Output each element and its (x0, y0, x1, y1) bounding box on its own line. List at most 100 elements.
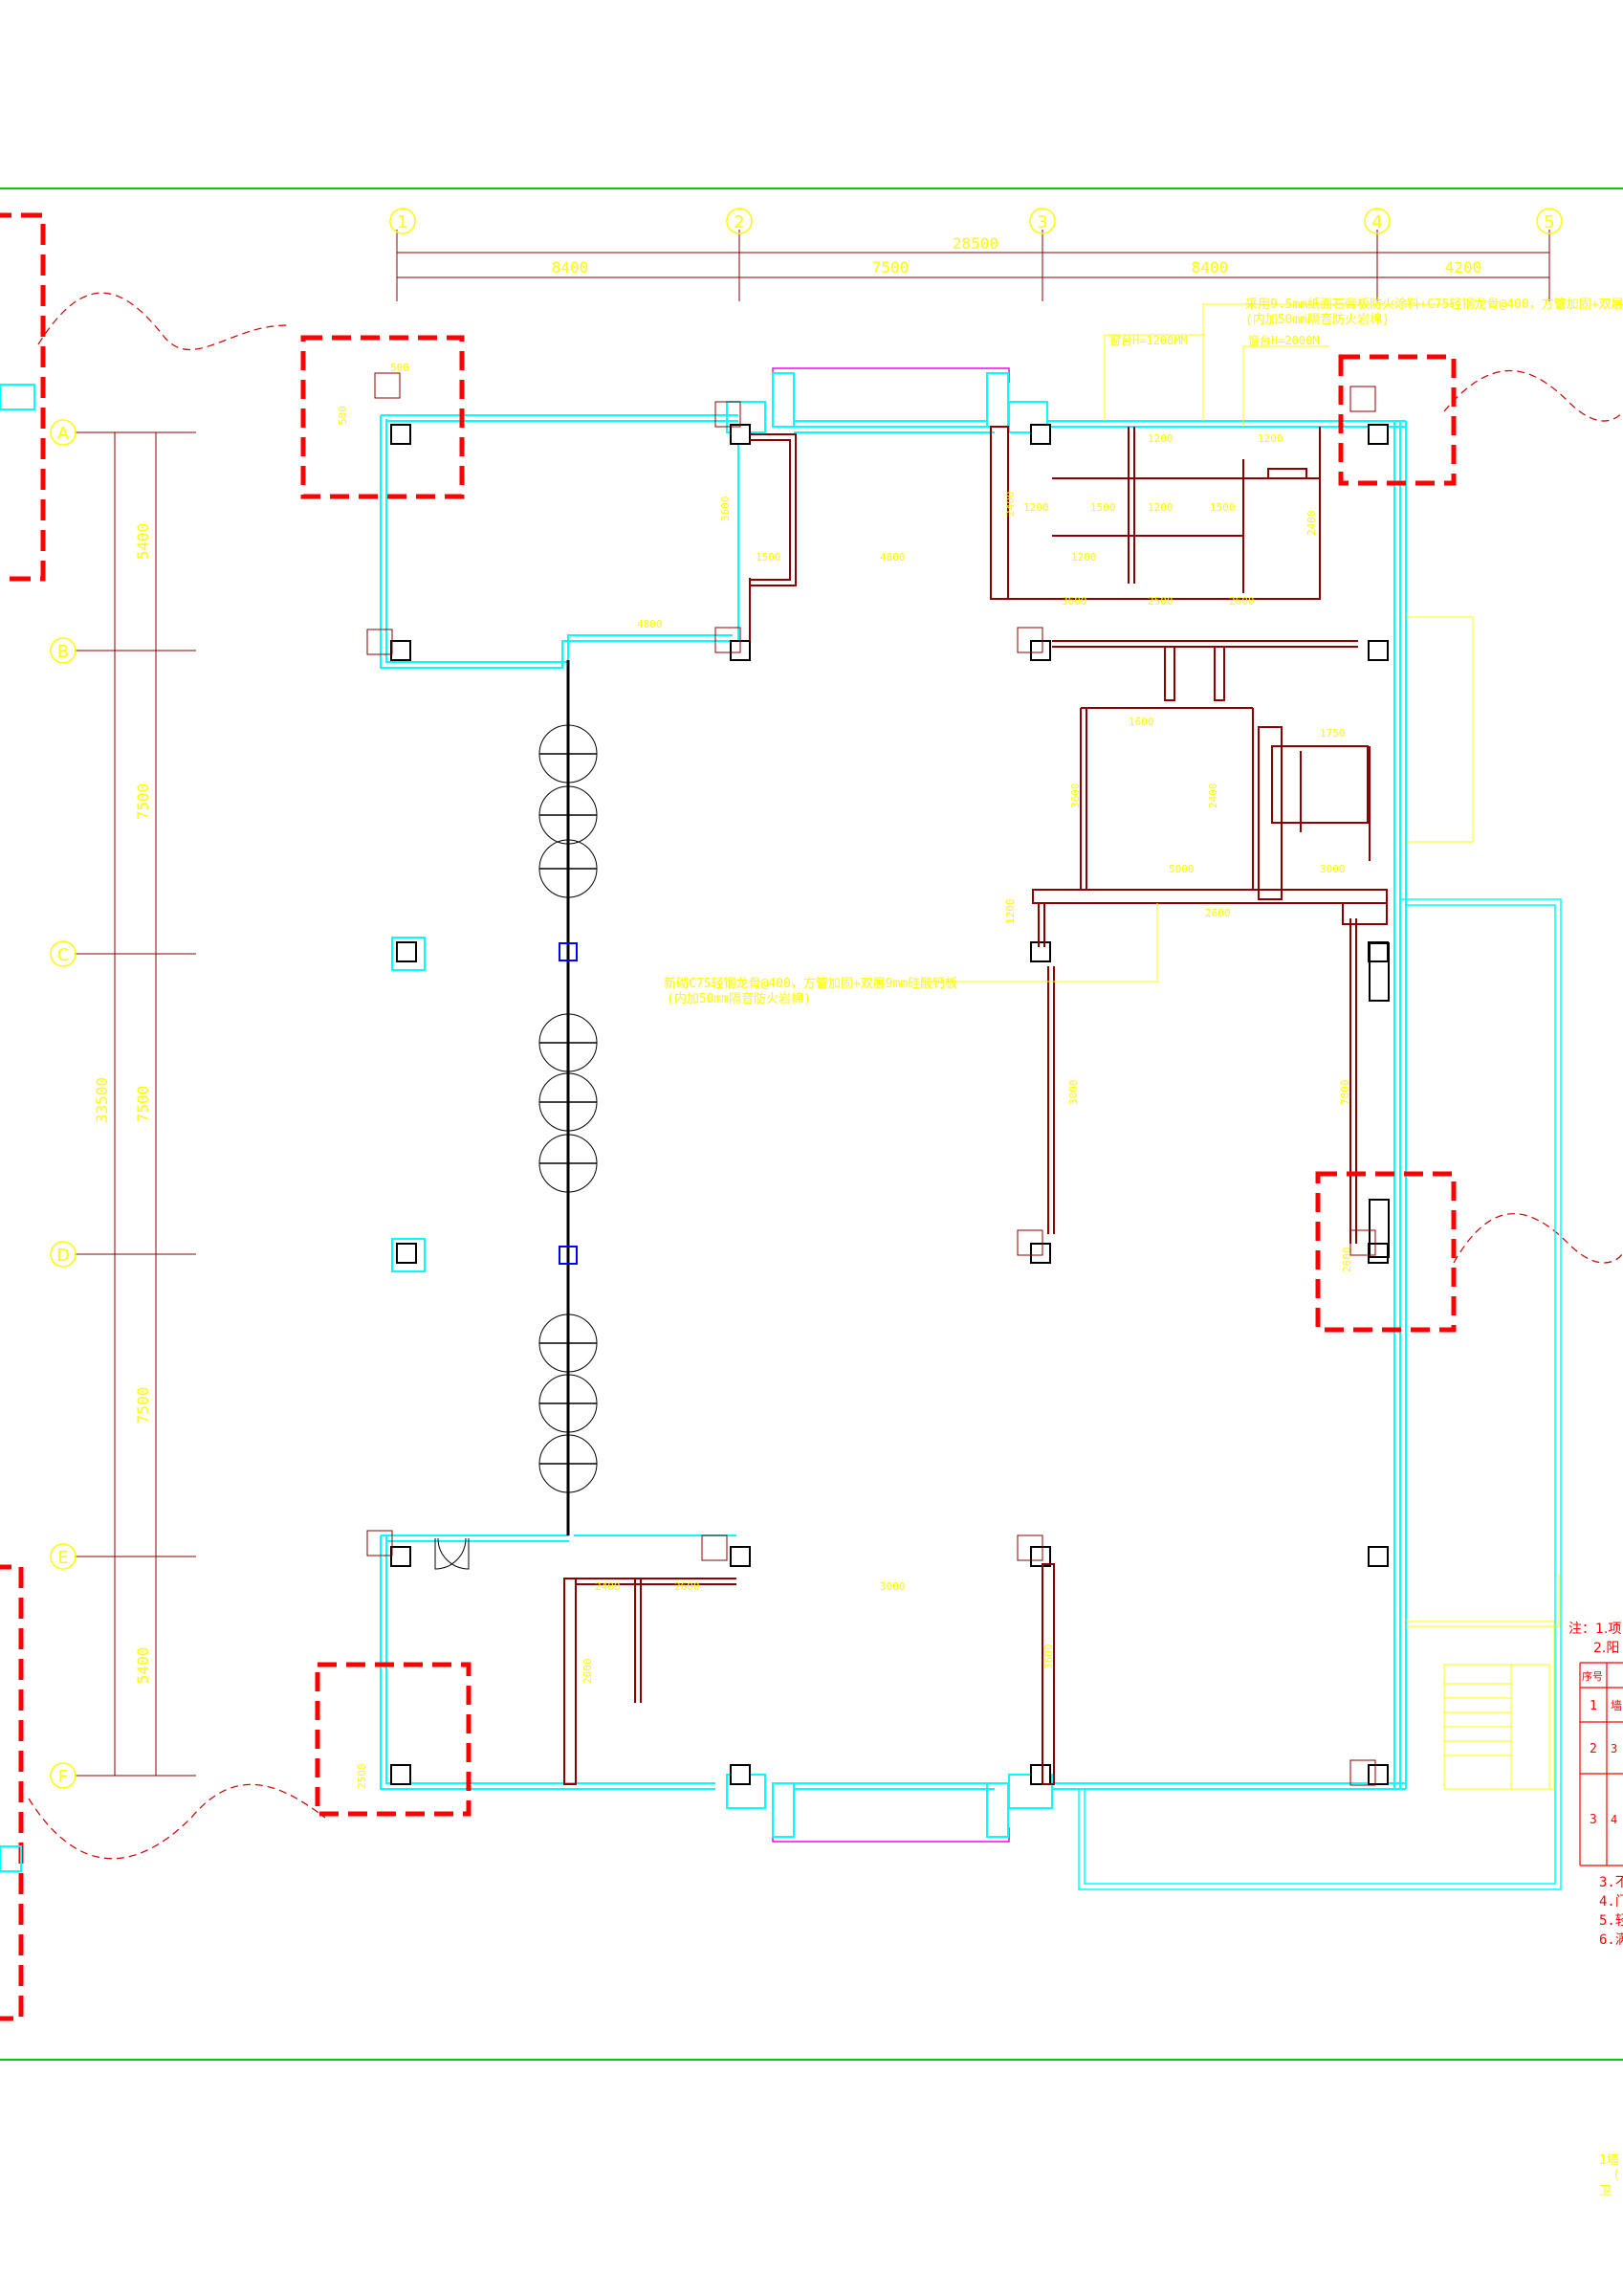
grid-bubble-E: E (50, 1543, 77, 1570)
entrance-markers (772, 367, 1010, 1843)
svg-text:3: 3 (1037, 212, 1047, 232)
svg-text:2: 2 (734, 212, 744, 232)
highlight-box-top-right (1338, 354, 1457, 486)
left-dimension-chain (75, 431, 196, 1777)
note-center-wall-2: (内加50mm隔音防火岩棉) (667, 991, 811, 1006)
svg-text:3000: 3000 (880, 1580, 906, 1593)
svg-text:2600: 2600 (1229, 595, 1255, 607)
staircase-lines (1443, 1664, 1550, 1790)
legend-row-2-tail: 3 (1611, 1742, 1617, 1755)
legend-row-1-tail: 墙 (1611, 1699, 1622, 1712)
svg-text:1200: 1200 (1148, 432, 1173, 445)
left-stub-upper (0, 384, 35, 410)
left-span-dimension-3: 7500 (134, 1086, 152, 1123)
note-wall-spec-2: (内加50mm隔音防火岩棉) (1245, 312, 1390, 327)
svg-text:2500: 2500 (356, 1764, 368, 1790)
svg-text:3000: 3000 (1067, 1080, 1080, 1106)
break-line-bottom-left (28, 1783, 326, 1860)
svg-text:2400: 2400 (1305, 511, 1318, 537)
svg-text:2600: 2600 (1205, 907, 1231, 919)
right-unit-upper (1369, 942, 1390, 1002)
left-span-dimension-1: 5400 (134, 523, 152, 561)
break-line-mid-right (1453, 1213, 1623, 1264)
vestibule-top (726, 372, 1048, 433)
svg-text:2400: 2400 (1207, 784, 1219, 809)
partition-blue-post-lower (559, 1246, 578, 1265)
svg-text:3600: 3600 (1069, 784, 1082, 809)
svg-text:2500: 2500 (1148, 595, 1173, 607)
svg-text:1200: 1200 (1258, 432, 1283, 445)
bottom-right-text-1: 1墙 (1599, 2153, 1619, 2168)
svg-text:1500: 1500 (1210, 501, 1236, 514)
svg-text:7800: 7800 (1339, 1080, 1351, 1106)
svg-text:500: 500 (337, 406, 349, 425)
svg-text:1750: 1750 (1320, 727, 1346, 740)
grid-bubble-1: 1 (389, 208, 416, 234)
left-total-dimension: 33500 (93, 1077, 111, 1123)
interior-partitions (563, 426, 1388, 1785)
svg-text:3600: 3600 (1062, 595, 1087, 607)
break-line-top-right (1443, 369, 1623, 422)
yellow-leaders (923, 303, 1560, 1790)
bottom-right-text-3: 卫 (1599, 2184, 1612, 2198)
svg-text:D: D (56, 1246, 70, 1266)
legend-row-3: 3 (1590, 1813, 1597, 1827)
svg-text:3600: 3600 (1042, 1645, 1055, 1670)
interior-dimension-labels: 500 500 3600 1500 4800 4800 1200 1200 24… (337, 362, 1353, 1789)
bottom-right-text-2: （ (1607, 2169, 1619, 2183)
exterior-walls (380, 414, 1407, 1790)
legend-note-5: 5.轻 (1599, 1913, 1623, 1929)
legend-note-6: 6.满 (1599, 1932, 1623, 1948)
top-span-dimension-4: 4200 (1445, 258, 1482, 276)
free-column-frame-2 (391, 1238, 426, 1272)
top-span-dimension-3: 8400 (1192, 258, 1229, 276)
left-red-box-lower (0, 1564, 24, 2021)
svg-text:A: A (57, 424, 70, 444)
svg-text:C: C (57, 945, 70, 965)
grid-bubble-B: B (50, 637, 77, 664)
top-span-dimension-1: 8400 (552, 258, 589, 276)
top-dimension-chain (396, 230, 1550, 301)
legend-note-head: 注：1.项 (1568, 1622, 1621, 1637)
svg-text:4800: 4800 (880, 551, 906, 563)
svg-text:2600: 2600 (674, 1580, 700, 1593)
adjacent-outline (1078, 898, 1562, 1890)
vestibule-bottom (726, 1774, 1053, 1838)
svg-text:1200: 1200 (1004, 899, 1017, 925)
note-window-height-b: 窗台H=2000M (1248, 333, 1320, 347)
svg-text:F: F (58, 1767, 68, 1787)
column-detail-ticks (366, 372, 1376, 1786)
grid-bubble-F: F (50, 1762, 77, 1789)
svg-text:3000: 3000 (1320, 863, 1346, 875)
svg-text:2400: 2400 (1004, 492, 1017, 518)
svg-text:4: 4 (1371, 212, 1382, 232)
grid-bubble-2: 2 (726, 208, 753, 234)
highlight-box-mid-right (1315, 1171, 1457, 1333)
note-center-wall: 新砌C75轻钢龙骨@400，方管加固+双层9mm硅酸钙板 (664, 976, 957, 991)
legend-note-2: 2.阳 (1593, 1641, 1619, 1656)
svg-text:B: B (57, 642, 69, 662)
legend-note-3: 3.不 (1599, 1875, 1623, 1890)
grid-bubble-3: 3 (1029, 208, 1056, 234)
top-total-dimension: 28500 (953, 234, 998, 253)
legend-header-cell: 序号 (1582, 1669, 1603, 1683)
note-wall-spec: 采用9.5mm纸面石膏板防火涂料+C75轻钢龙骨@400，方管加固+双层9mm (1245, 297, 1623, 312)
highlight-box-bottom-left (315, 1662, 472, 1817)
grid-bubble-5: 5 (1536, 208, 1563, 234)
left-span-dimension-2: 7500 (134, 784, 152, 821)
grid-bubble-A: A (50, 419, 77, 446)
break-line-top-left (37, 292, 288, 351)
svg-text:1: 1 (397, 212, 407, 232)
svg-text:1200: 1200 (1148, 501, 1173, 514)
left-span-dimension-4: 7500 (134, 1387, 152, 1424)
legend-note-4: 4.门 (1599, 1894, 1623, 1910)
legend-table (1579, 1662, 1623, 1866)
svg-text:1200: 1200 (1071, 551, 1097, 563)
legend-row-3-tail: 4 (1611, 1813, 1617, 1826)
top-span-dimension-2: 7500 (872, 258, 910, 276)
svg-text:E: E (57, 1548, 68, 1568)
svg-text:1200: 1200 (1023, 501, 1049, 514)
svg-text:2400: 2400 (595, 1580, 621, 1593)
svg-text:2600: 2600 (581, 1659, 594, 1685)
